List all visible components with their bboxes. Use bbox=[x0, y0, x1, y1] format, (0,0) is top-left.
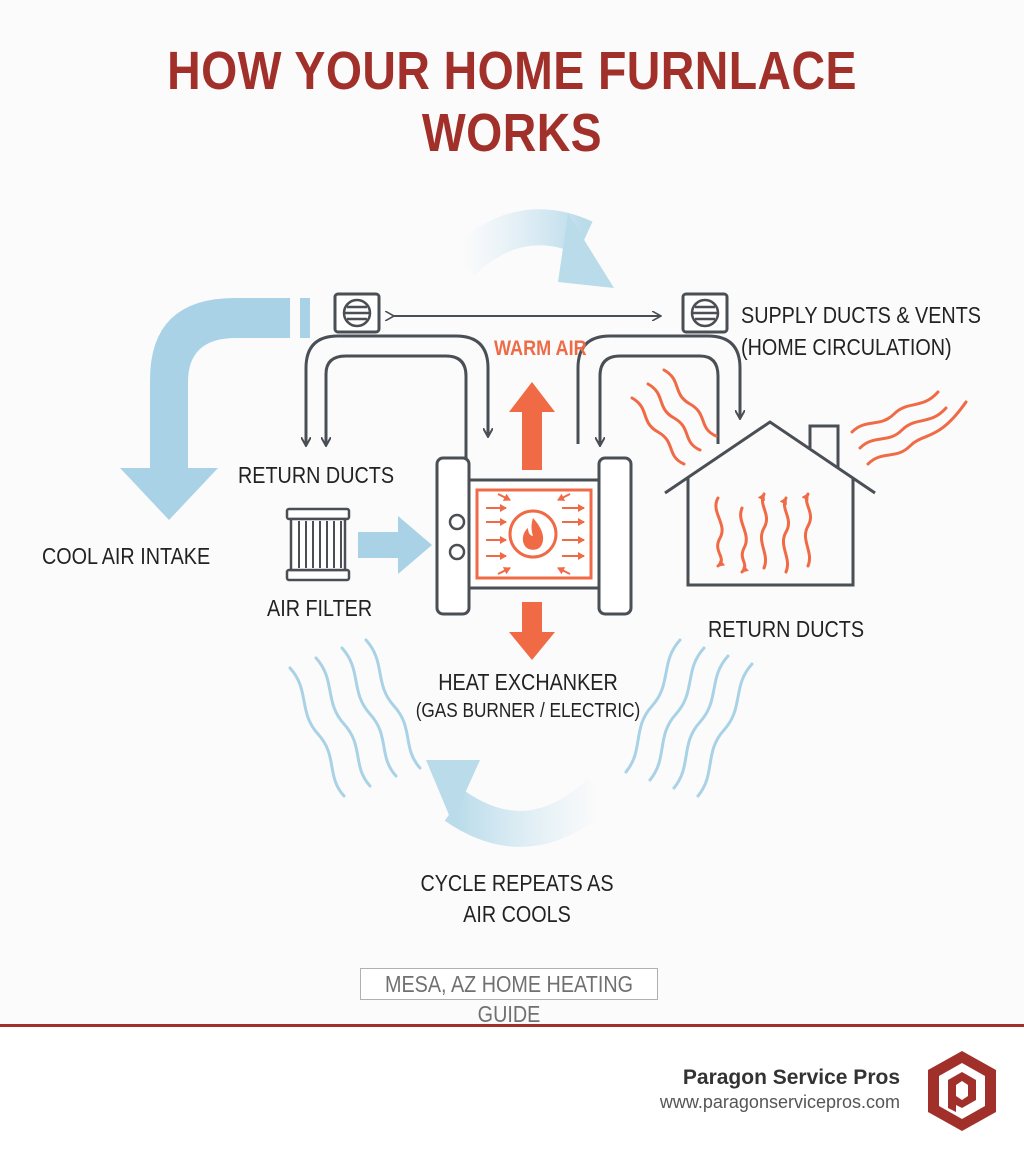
guide-badge-label: MESA, AZ HOME HEATING GUIDE bbox=[384, 971, 634, 1027]
supply-ducts-label: SUPPLY DUCTS & VENTS bbox=[741, 302, 981, 328]
warm-air-arrow bbox=[509, 382, 555, 470]
house-icon bbox=[664, 420, 876, 587]
brand-name: Paragon Service Pros bbox=[682, 1066, 900, 1089]
brand-url: www.paragonservicepros.com bbox=[659, 1092, 900, 1112]
footer bbox=[0, 1027, 1024, 1154]
return-ducts-right-label: RETURN DUCTS bbox=[708, 616, 865, 642]
warm-waves-left bbox=[630, 368, 718, 466]
heat-exchanger-label: HEAT EXCHANKER bbox=[438, 669, 618, 695]
filter-to-furnace-arrow bbox=[358, 516, 432, 574]
vent-grille-icon bbox=[681, 292, 729, 334]
bottom-cycle-arrow bbox=[426, 760, 613, 847]
vent-grille-icon bbox=[333, 292, 381, 334]
right-supply-duct bbox=[576, 334, 740, 445]
furnace-unit bbox=[435, 456, 633, 616]
guide-badge: MESA, AZ HOME HEATING GUIDE bbox=[360, 968, 658, 1027]
cool-waves-right bbox=[624, 638, 754, 798]
air-filter-icon bbox=[285, 507, 351, 582]
cycle-repeats-label: CYCLE REPEATS AS bbox=[420, 870, 614, 896]
return-ducts-left-label: RETURN DUCTS bbox=[238, 462, 395, 488]
air-cools-label: AIR COOLS bbox=[463, 901, 571, 927]
cool-air-intake-arrow bbox=[120, 298, 310, 520]
furnace-diagram bbox=[120, 209, 968, 847]
air-filter-label: AIR FILTER bbox=[267, 595, 373, 621]
top-cycle-arrow bbox=[449, 209, 614, 288]
flame-icon bbox=[522, 518, 544, 550]
page-title: HOW YOUR HOME FURNLACE WORKS bbox=[167, 41, 857, 163]
home-circulation-label: (HOME CIRCULATION) bbox=[741, 334, 952, 360]
heat-exchanger-sublabel: (GAS BURNER / ELECTRIC) bbox=[415, 700, 641, 722]
logo-icon bbox=[928, 1051, 996, 1131]
left-return-duct bbox=[306, 334, 488, 466]
cool-air-intake-label: COOL AIR INTAKE bbox=[42, 543, 211, 569]
warm-air-label: WARM AIR bbox=[494, 337, 587, 360]
warm-waves-right bbox=[850, 390, 968, 466]
cool-waves-left bbox=[288, 638, 422, 798]
house-heat-waves bbox=[714, 492, 813, 574]
heat-down-arrow bbox=[509, 602, 555, 660]
footer-divider bbox=[0, 1024, 1024, 1027]
